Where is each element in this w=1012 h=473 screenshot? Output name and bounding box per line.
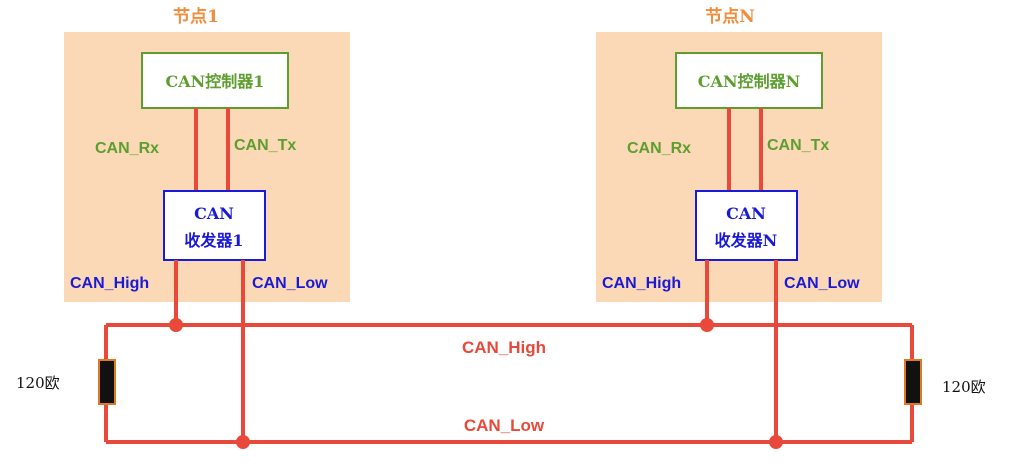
node-1-rx-label: CAN_Rx — [95, 140, 159, 157]
left-resistor-label: 120欧 — [16, 374, 60, 392]
node-n-transceiver-line2: 收发器N — [715, 231, 778, 250]
node-1-high-label: CAN_High — [70, 275, 149, 292]
node-n-tx-label: CAN_Tx — [767, 137, 829, 154]
node-1-transceiver-box — [163, 190, 266, 261]
node-1-controller-box — [141, 52, 289, 109]
node-1-tx-label: CAN_Tx — [234, 137, 296, 154]
right-resistor-label: 120欧 — [942, 378, 986, 396]
left-resistor — [98, 359, 116, 405]
node-n-transceiver-box — [695, 190, 798, 261]
node-n-low-label: CAN_Low — [784, 275, 860, 292]
node-n: 节点N CAN控制器N CAN_Rx CAN_Tx CAN 收发器N CAN_H… — [596, 6, 882, 442]
bus: CAN_High CAN_Low 120欧 120欧 — [16, 318, 986, 449]
node-1-low-label: CAN_Low — [252, 275, 328, 292]
junction-dot-node-1-high — [169, 318, 183, 332]
junction-dot-node-n-high — [700, 318, 714, 332]
node-1-transceiver-line2: 收发器1 — [184, 231, 243, 250]
node-1: 节点1 CAN控制器1 CAN_Rx CAN_Tx CAN 收发器1 CAN_H… — [64, 6, 350, 442]
node-n-title: 节点N — [705, 6, 755, 27]
right-resistor — [904, 359, 922, 405]
junction-dot-node-1-low — [236, 435, 250, 449]
node-1-title: 节点1 — [173, 6, 219, 27]
node-n-transceiver-line1: CAN — [726, 204, 766, 223]
node-1-controller-label: CAN控制器1 — [166, 72, 265, 91]
node-n-rx-label: CAN_Rx — [627, 140, 691, 157]
node-n-controller-label: CAN控制器N — [698, 72, 800, 91]
node-1-transceiver-line1: CAN — [194, 204, 234, 223]
node-n-controller-box — [675, 52, 823, 109]
node-n-high-label: CAN_High — [602, 275, 681, 292]
junction-dot-node-n-low — [769, 435, 783, 449]
bus-low-label: CAN_Low — [464, 416, 545, 435]
bus-high-label: CAN_High — [462, 338, 546, 357]
